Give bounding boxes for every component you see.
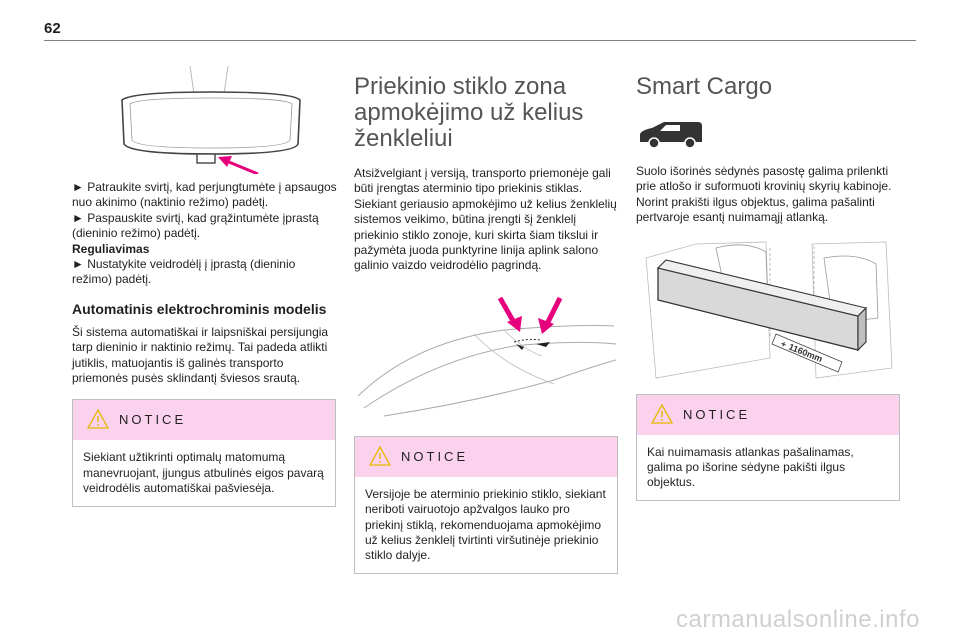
instruction-push: ► Paspauskite svirtį, kad grąžintumėte į… xyxy=(72,210,319,241)
warning-icon xyxy=(87,409,109,430)
van-icon xyxy=(640,122,702,149)
watermark: carmanualsonline.info xyxy=(676,606,920,633)
notice-title: NOTICE xyxy=(401,448,469,464)
notice-box-cargo: NOTICE Kai nuimamasis atlankas pašalinam… xyxy=(636,393,900,501)
notice-header: NOTICE xyxy=(355,436,617,477)
electrochromic-text: Ši sistema automatiškai ir laipsniškai p… xyxy=(72,324,329,386)
windscreen-illustration xyxy=(357,296,617,417)
adjustment-heading: Reguliavimas xyxy=(72,241,150,256)
page-number: 62 xyxy=(44,20,61,37)
notice-box-mirror: NOTICE Siekiant užtikrinti optimalų mato… xyxy=(72,399,336,507)
rear-mirror-illustration xyxy=(121,65,301,174)
pull-arrow-icon xyxy=(218,156,259,174)
instruction-pull: ► Patraukite svirtį, kad perjungtumėte į… xyxy=(72,180,337,210)
notice-title: NOTICE xyxy=(119,412,187,428)
badge-location-arrow-icon xyxy=(497,296,522,332)
toll-badge-heading: Priekinio stiklo zona apmokėjimo už keli… xyxy=(354,73,584,152)
column-toll-badge: Priekinio stiklo zona apmokėjimo už keli… xyxy=(354,56,620,574)
notice-text: Siekiant užtikrinti optimalų matomumą ma… xyxy=(83,450,324,496)
badge-location-arrow-icon xyxy=(538,296,563,334)
notice-box-windscreen: NOTICE Versijoje be aterminio priekinio … xyxy=(354,435,618,574)
notice-header: NOTICE xyxy=(637,394,899,435)
electrochromic-heading: Automatinis elektrochrominis modelis xyxy=(72,300,327,317)
notice-text: Versijoje be aterminio priekinio stiklo,… xyxy=(365,486,606,563)
cargo-illustration: + 1160mm xyxy=(645,241,893,379)
column-smart-cargo: Smart Cargo Suolo išorinės sėdynės pasos… xyxy=(636,56,902,501)
svg-text:+: + xyxy=(779,338,788,349)
smart-cargo-text: Suolo išorinės sėdynės pasostę galima pr… xyxy=(636,164,892,225)
notice-text: Kai nuimamasis atlankas pašalinamas, gal… xyxy=(647,444,854,490)
notice-header: NOTICE xyxy=(73,400,335,441)
column-mirror: ► Patraukite svirtį, kad perjungtumėte į… xyxy=(72,56,338,507)
top-divider xyxy=(44,40,916,41)
warning-icon xyxy=(369,445,391,466)
adjustment-text: ► Nustatykite veidrodėlį į įprastą (dien… xyxy=(72,257,296,287)
toll-badge-text: Atsižvelgiant į versiją, transporto prie… xyxy=(354,166,617,273)
warning-icon xyxy=(651,403,673,424)
smart-cargo-heading: Smart Cargo xyxy=(636,73,773,100)
notice-title: NOTICE xyxy=(683,406,751,422)
cargo-length-label: 1160mm xyxy=(787,341,824,364)
